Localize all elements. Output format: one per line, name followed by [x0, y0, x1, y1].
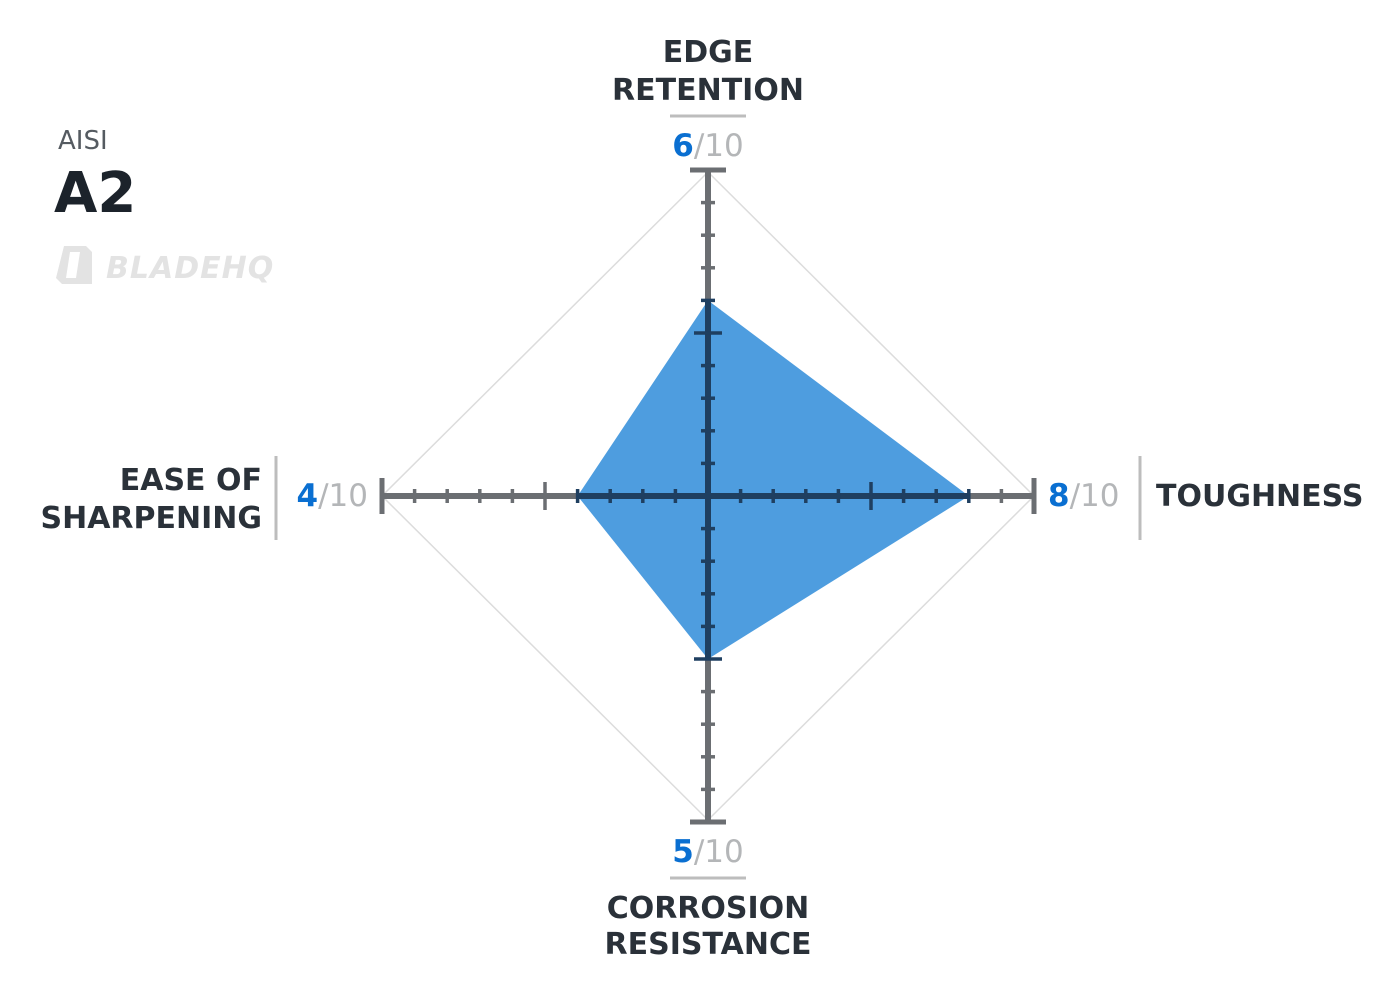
- score-area: [577, 300, 969, 659]
- axis-label-corrosion-resistance-line1: CORROSION: [607, 891, 810, 926]
- steel-name: A2: [54, 161, 136, 226]
- score-toughness: 8/10: [1048, 478, 1119, 514]
- score-value-toughness: 8: [1048, 478, 1070, 514]
- blade-logo-cutout: [66, 252, 80, 278]
- score-corrosion-resistance: 5/10: [672, 834, 743, 870]
- score-value-corrosion-resistance: 5: [672, 834, 694, 870]
- steel-prefix: AISI: [58, 126, 108, 156]
- axis-label-toughness: TOUGHNESS: [1156, 479, 1364, 514]
- score-value-edge-retention: 6: [672, 128, 694, 164]
- score-max-ease-of-sharpening: /10: [318, 478, 368, 514]
- radar-ticks: [379, 167, 1037, 825]
- axis-label-corrosion-resistance-line2: RESISTANCE: [605, 927, 812, 962]
- score-edge-retention: 6/10: [672, 128, 743, 164]
- score-ease-of-sharpening: 4/10: [297, 478, 368, 514]
- score-value-ease-of-sharpening: 4: [297, 478, 319, 514]
- score-max-toughness: /10: [1070, 478, 1120, 514]
- brand-wordmark: BLADEHQ: [106, 251, 274, 286]
- score-max-edge-retention: /10: [694, 128, 744, 164]
- score-max-corrosion-resistance: /10: [694, 834, 744, 870]
- axis-label-edge-retention-line1: EDGE: [663, 35, 754, 70]
- axis-label-edge-retention-line2: RETENTION: [612, 73, 804, 108]
- axis-label-ease-of-sharpening-line1: EASE OF: [120, 463, 262, 498]
- bladehq-logo: BLADEHQ: [56, 246, 274, 286]
- axis-label-ease-of-sharpening-line2: SHARPENING: [40, 501, 262, 536]
